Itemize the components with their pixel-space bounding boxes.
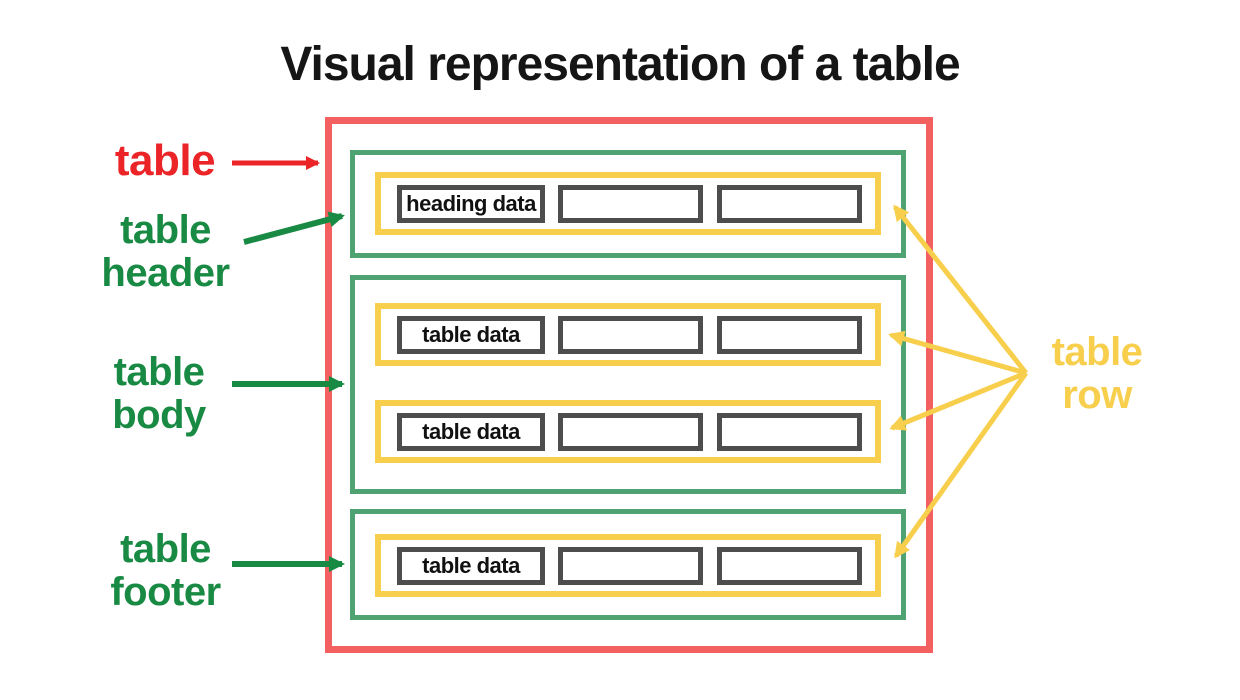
table-row-outline: table data bbox=[375, 534, 881, 597]
label-table-row: table row bbox=[1026, 331, 1168, 417]
label-table-body-line1: table bbox=[113, 350, 205, 394]
page-title: Visual representation of a table bbox=[280, 38, 960, 91]
table-row-outline: table data bbox=[375, 400, 881, 463]
label-table-header-line2: header bbox=[101, 251, 230, 295]
table-cell bbox=[717, 185, 862, 223]
table-cell bbox=[558, 316, 703, 354]
label-table-row-line2: row bbox=[1062, 373, 1132, 417]
table-footer-outline: table data bbox=[350, 509, 906, 620]
table-cell: table data bbox=[397, 316, 545, 354]
table-row-outline: table data bbox=[375, 303, 881, 366]
label-table-body-line2: body bbox=[112, 393, 206, 437]
label-table-footer-line2: footer bbox=[110, 570, 221, 614]
heading-cell: heading data bbox=[397, 185, 545, 223]
table-cell bbox=[558, 185, 703, 223]
table-cell: table data bbox=[397, 413, 545, 451]
label-table-body: table body bbox=[53, 351, 265, 437]
table-cell bbox=[717, 413, 862, 451]
table-cell bbox=[558, 413, 703, 451]
label-table-row-line1: table bbox=[1051, 330, 1143, 374]
label-table-footer: table footer bbox=[58, 528, 273, 614]
table-outline: heading data table data table data table… bbox=[325, 117, 933, 653]
table-cell: table data bbox=[397, 547, 545, 585]
table-cell bbox=[558, 547, 703, 585]
label-table-footer-line1: table bbox=[120, 527, 211, 571]
label-table-header-line1: table bbox=[120, 208, 211, 252]
label-table-header: table header bbox=[58, 209, 273, 295]
label-table-text: table bbox=[114, 136, 216, 185]
table-row-outline: heading data bbox=[375, 172, 881, 235]
table-body-outline: table data table data bbox=[350, 275, 906, 494]
table-cell bbox=[717, 547, 862, 585]
label-table: table bbox=[70, 137, 260, 185]
table-cell bbox=[717, 316, 862, 354]
table-header-outline: heading data bbox=[350, 150, 906, 258]
